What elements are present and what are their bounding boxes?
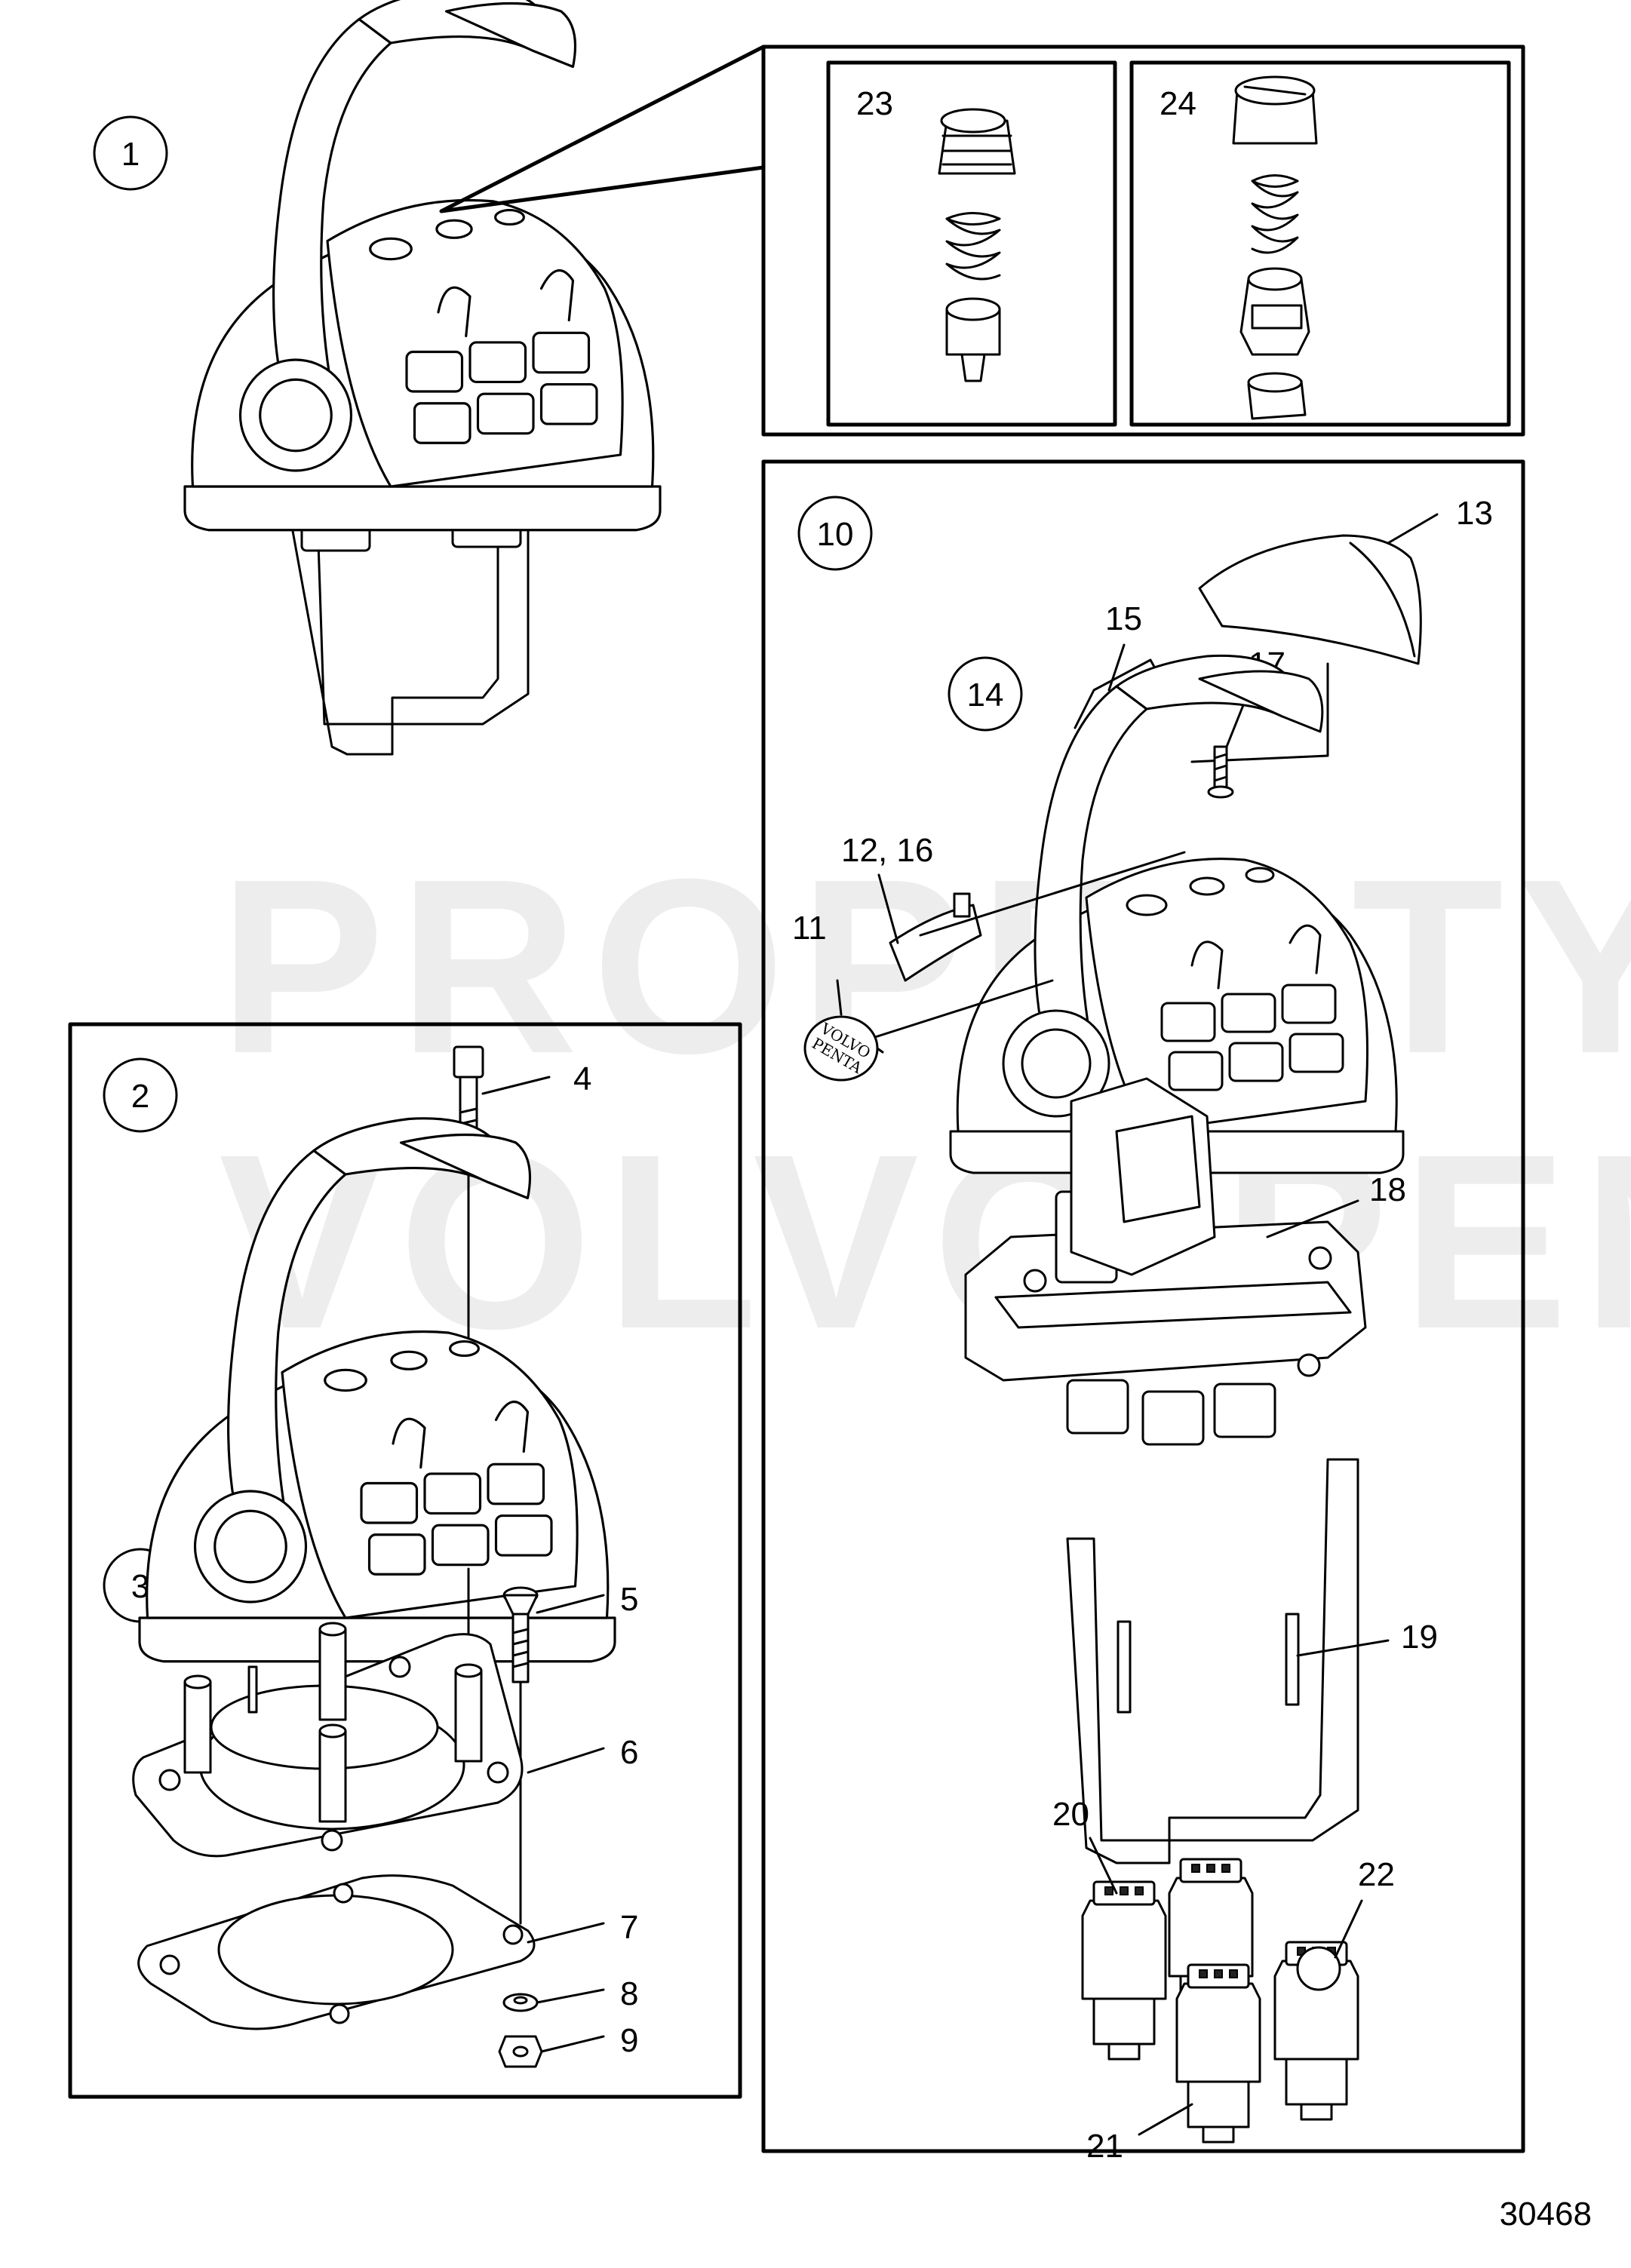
circle-label-10: 10: [817, 516, 854, 553]
callout-21: 21: [1086, 2128, 1123, 2165]
callout-8: 8: [620, 1975, 638, 2012]
callout-4: 4: [573, 1060, 591, 1097]
callout-6: 6: [620, 1734, 638, 1771]
circle-callout-1: [93, 115, 168, 191]
callout-11: 11: [792, 910, 827, 947]
detail-box-23-24: 23 24: [761, 45, 1525, 437]
electronic-module-18: 18: [964, 1077, 1406, 1446]
bracket-19: 19: [1066, 1458, 1438, 1864]
connector-20: 20: [1052, 1796, 1167, 2061]
mounting-plate-6: 6: [132, 1622, 638, 1858]
callout-13: 13: [1456, 495, 1493, 532]
callout-19: 19: [1401, 1619, 1438, 1656]
panel-2-mounting-kit: 2 3 4 5: [68, 1022, 742, 2099]
callout-23: 23: [856, 85, 893, 122]
drawing-number: 30468: [1500, 2196, 1592, 2233]
circle-label-1: 1: [121, 136, 140, 173]
badge-11: VOLVO PENTA 11: [792, 910, 1054, 1082]
watermark: PROPERTY OF VOLVO PENTA: [219, 827, 1631, 1380]
panel-10-control-components: 10 14 13 15 17: [761, 459, 1525, 2165]
callout-7: 7: [620, 1909, 638, 1946]
callout-20: 20: [1052, 1796, 1089, 1833]
callout-5: 5: [620, 1581, 638, 1618]
callout-9: 9: [620, 2022, 638, 2059]
callout-12-16: 12, 16: [841, 832, 933, 869]
cap-12-16: 12, 16: [841, 832, 1186, 982]
part-23-stack: [938, 108, 1016, 382]
screw-5: 5: [502, 1581, 638, 1925]
callout-24: 24: [1160, 85, 1196, 122]
nut-9: 9: [498, 2022, 638, 2068]
part-24-stack: [1232, 75, 1318, 420]
washer-8: 8: [502, 1975, 638, 2012]
callout-22: 22: [1358, 1856, 1395, 1893]
cover-13: 13: [1190, 495, 1493, 763]
callout-18: 18: [1369, 1171, 1406, 1208]
connector-21: 21: [1086, 1963, 1261, 2165]
circle-label-2: 2: [131, 1078, 149, 1115]
control-head-assembly-1: 1: [93, 0, 766, 756]
gasket-7: 7: [137, 1874, 638, 2030]
circle-label-14: 14: [967, 677, 1004, 714]
connector-22: 22: [1273, 1856, 1395, 2121]
callout-15: 15: [1105, 600, 1142, 637]
